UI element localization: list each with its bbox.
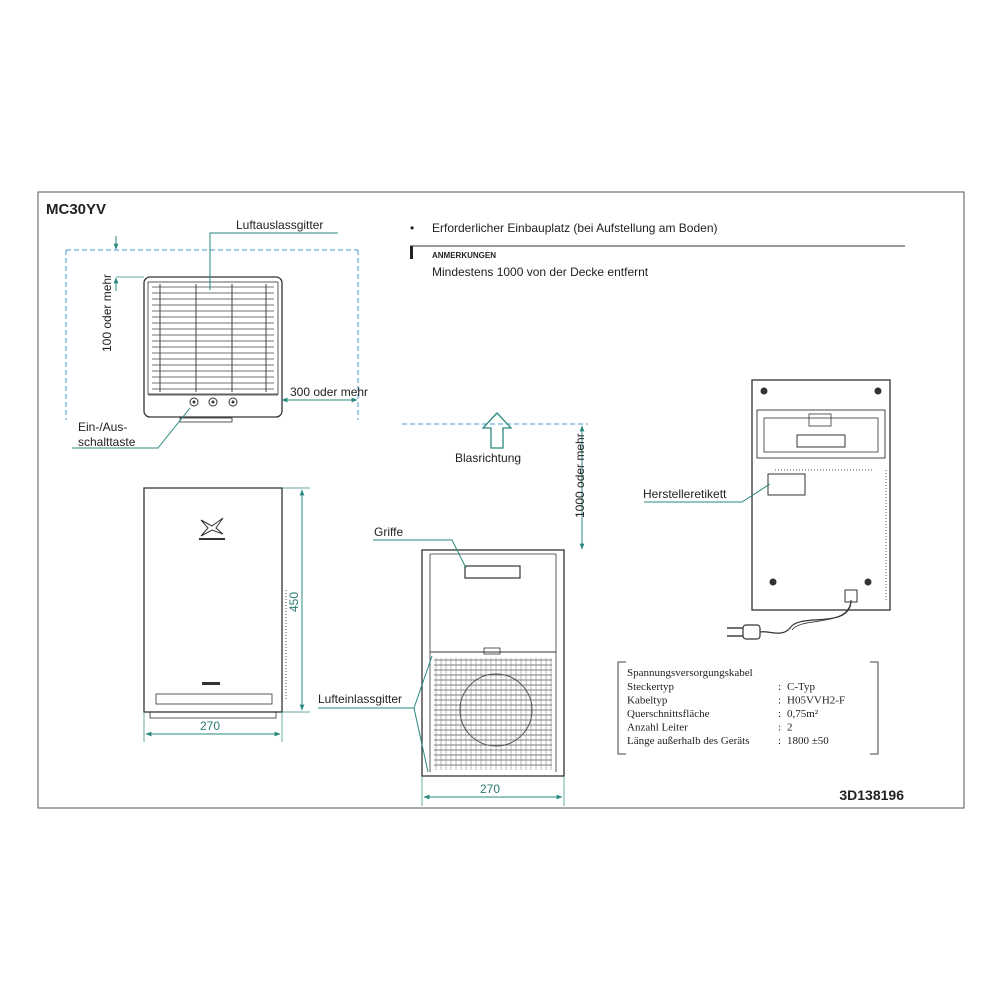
label-clearance-ceiling: 1000 oder mehr	[573, 433, 587, 518]
label-air-outlet-grille: Luftauslassgitter	[236, 218, 323, 232]
mode-button-icon	[208, 397, 218, 407]
top-view-body	[143, 276, 283, 418]
model-title: MC30YV	[46, 201, 106, 218]
notes-block: • Erforderlicher Einbauplatz (bei Aufste…	[410, 221, 905, 279]
side-view-body	[421, 549, 565, 777]
power-plug-icon	[727, 624, 761, 640]
power-button-icon	[189, 397, 199, 407]
drawing-number: 3D138196	[839, 787, 904, 803]
label-power-button-line2: schalttaste	[78, 435, 136, 449]
cable-spec-separator: :	[778, 722, 781, 734]
cable-spec-separator: :	[778, 695, 781, 707]
side-view: 1000 oder mehr Blasrichtung Griffe Lufte…	[318, 412, 588, 806]
rear-view: Herstelleretikett	[643, 379, 891, 640]
dim-side-width: 270	[480, 782, 500, 796]
cable-spec-value: 2	[787, 722, 793, 734]
cable-spec-title: Spannungsversorgungskabel	[627, 667, 753, 679]
cable-spec-key: Anzahl Leiter	[627, 722, 688, 734]
cable-spec-separator: :	[778, 681, 781, 693]
manufacturer-label-box	[767, 473, 806, 496]
cable-spec-value: 0,75m²	[787, 708, 819, 720]
cable-spec-value: H05VVH2-F	[787, 695, 845, 707]
label-clearance-side: 300 oder mehr	[290, 385, 368, 399]
dim-front-height: 450	[287, 592, 301, 612]
label-blow-direction: Blasrichtung	[455, 451, 521, 465]
cable-spec-key: Länge außerhalb des Geräts	[627, 735, 749, 747]
cable-spec-separator: :	[778, 735, 781, 747]
label-manufacturer-label: Herstelleretikett	[643, 487, 727, 501]
cable-spec-table: Spannungsversorgungskabel Steckertyp: C-T…	[617, 661, 879, 755]
cable-spec-key: Querschnittsfläche	[627, 708, 710, 720]
label-power-button-line1: Ein-/Aus-	[78, 420, 127, 434]
top-view: Luftauslassgitter 100 oder mehr 300 oder…	[65, 218, 368, 449]
remarks-heading: ANMERKUNGEN	[432, 251, 496, 260]
note-installation-space: Erforderlicher Einbauplatz (bei Aufstell…	[432, 221, 718, 235]
brand-logo-icon	[199, 517, 225, 685]
fan-button-icon	[228, 397, 238, 407]
label-air-inlet-grille: Lufteinlassgitter	[318, 692, 402, 706]
cable-spec-value: C-Typ	[787, 681, 815, 693]
cable-spec-key: Kabeltyp	[627, 695, 668, 707]
label-clearance-top: 100 oder mehr	[100, 274, 114, 352]
fan-circle	[459, 673, 533, 747]
remarks-bar-marker	[410, 246, 413, 259]
label-handles: Griffe	[374, 525, 403, 539]
remark-text: Mindestens 1000 von der Decke entfernt	[432, 265, 649, 279]
handle-icon	[464, 565, 521, 579]
dim-front-width: 270	[200, 719, 220, 733]
cable-spec-value: 1800 ±50	[787, 735, 829, 747]
cable-spec-key: Steckertyp	[627, 681, 675, 693]
drawing-frame	[37, 191, 965, 809]
front-view: 450 270	[143, 487, 310, 742]
front-view-body	[143, 487, 283, 713]
blow-direction-arrow-icon	[481, 412, 513, 449]
rear-handle-icon	[796, 434, 846, 448]
cable-spec-separator: :	[778, 708, 781, 720]
note-bullet: •	[410, 221, 414, 235]
